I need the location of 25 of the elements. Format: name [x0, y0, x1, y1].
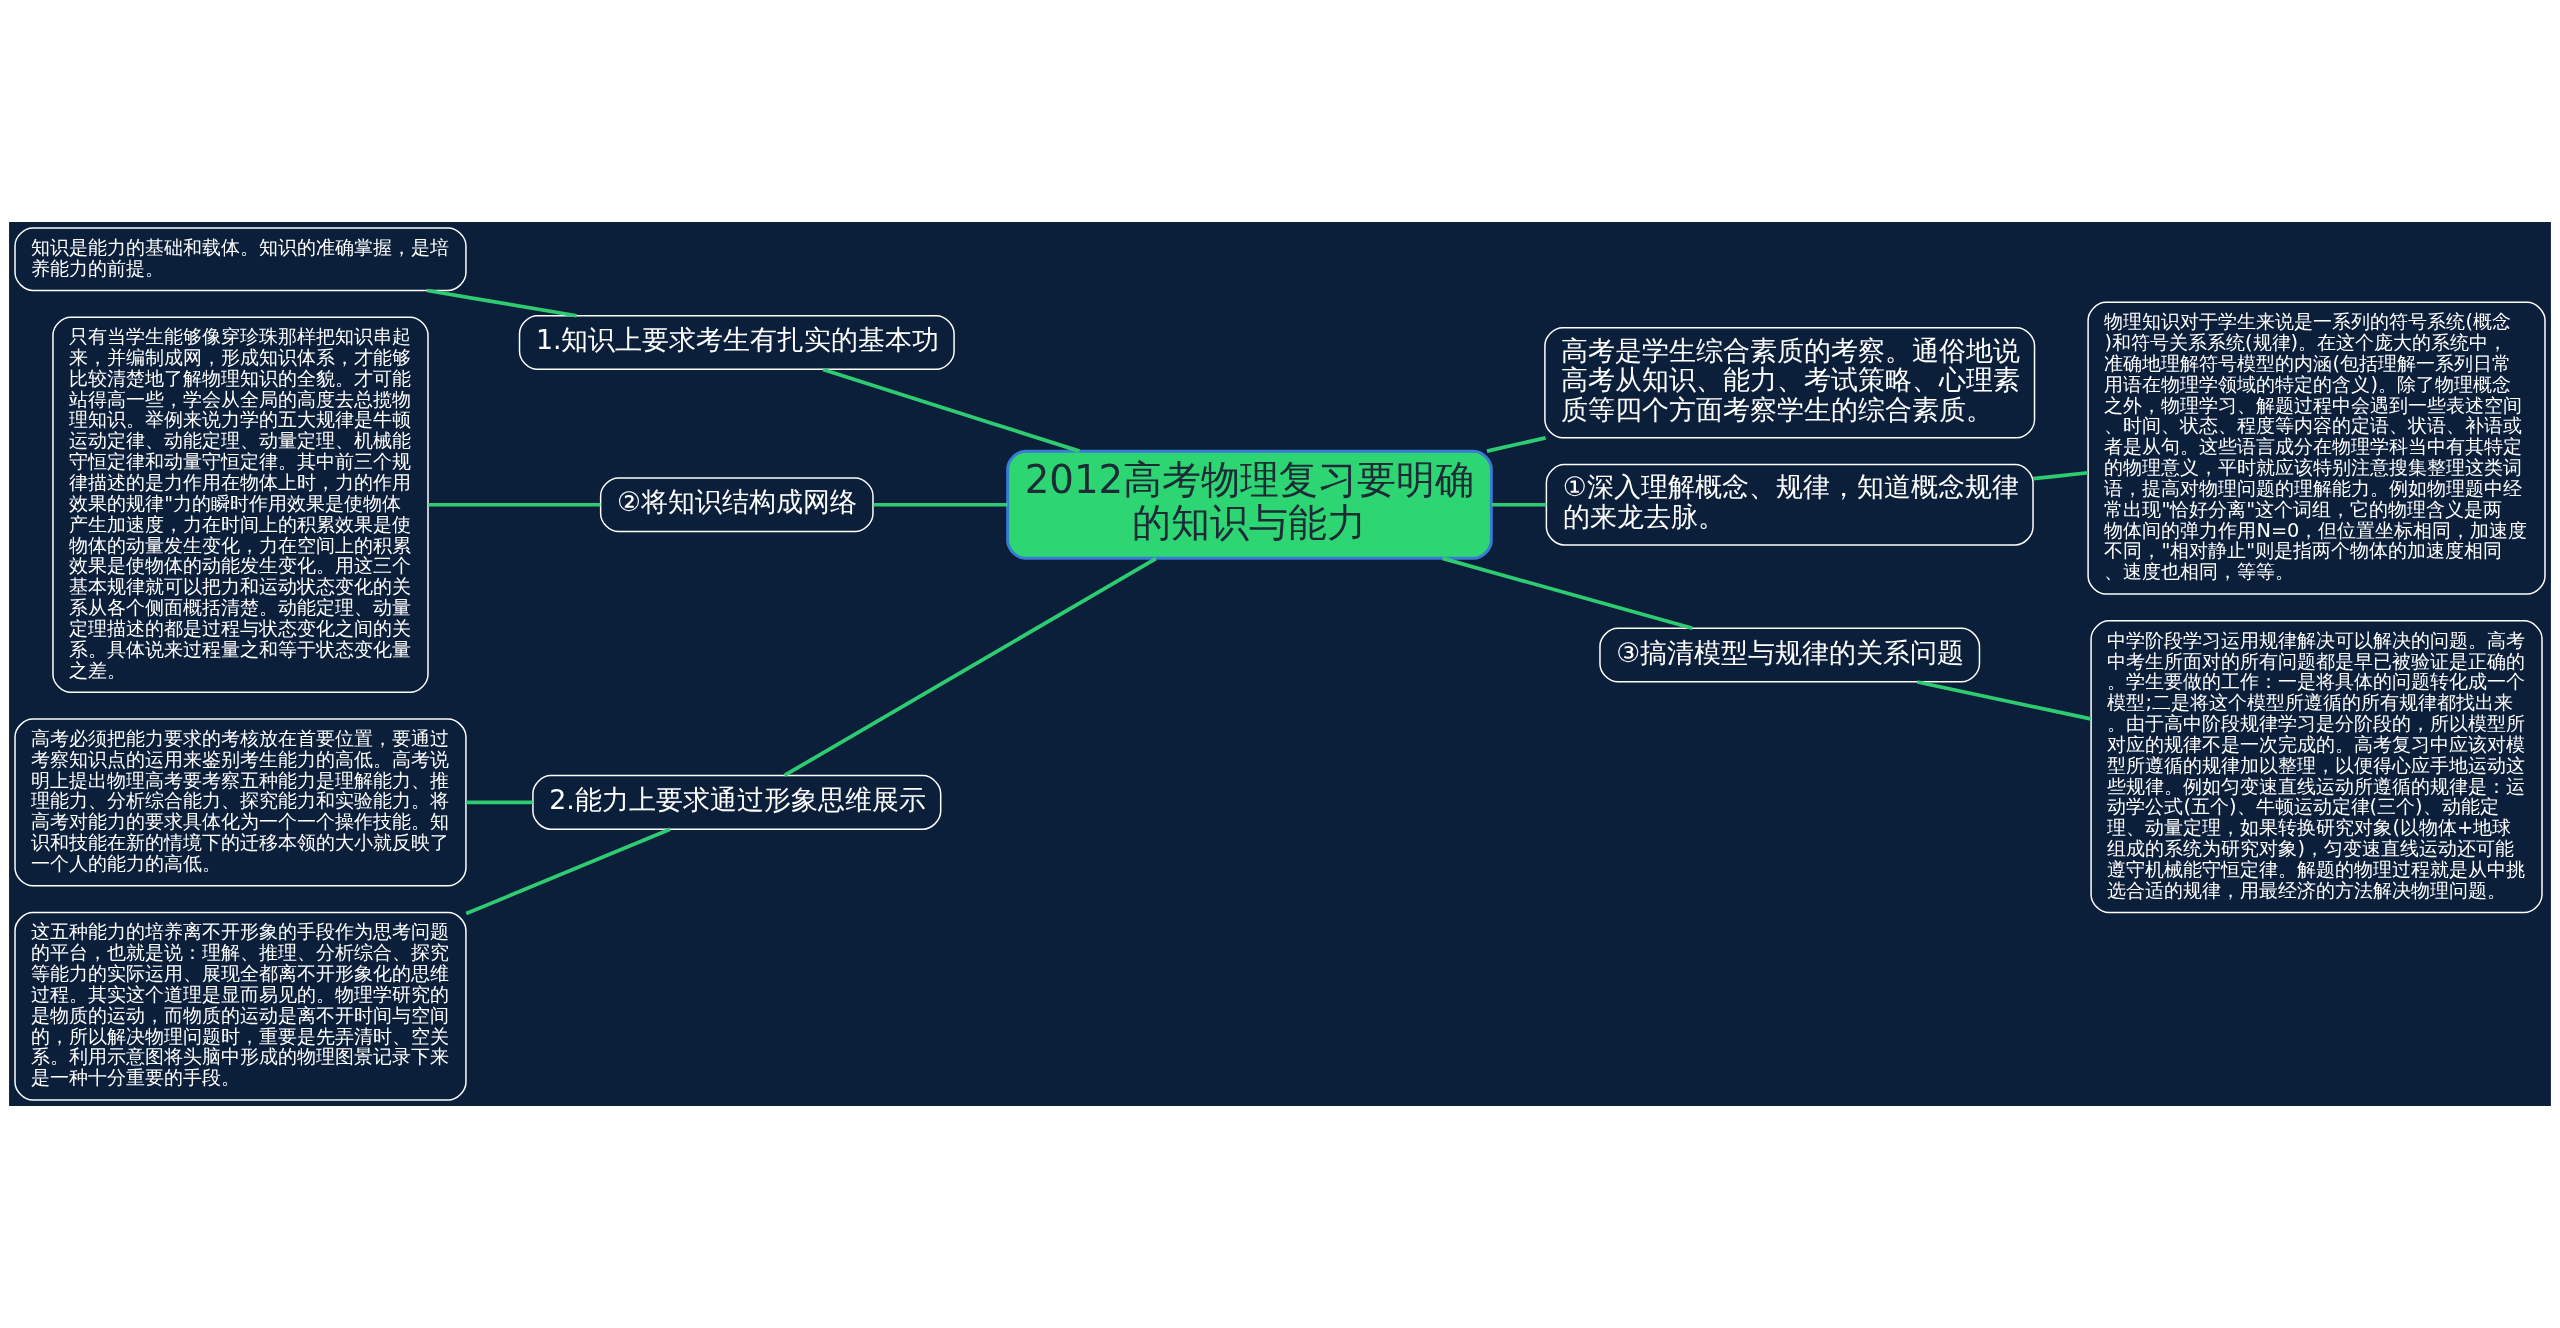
node-box: ③搞清模型与规律的关系问题 [1599, 627, 1981, 683]
node-box: 1.知识上要求考生有扎实的基本功 [518, 315, 955, 371]
connector [466, 800, 533, 805]
connector [426, 288, 577, 318]
connector [822, 367, 1081, 453]
connector [465, 827, 671, 916]
node-box: 只有当学生能够像穿珍珠那样把知识串起来，并编制成网，形成知识体系，才能够比较清楚地了解物理知识的全貌。才可能站得高一些，学会从全局的高度去总揽物理知识。举例来说力学的五大规律是牛顿运动定律、动能定理、动量定理、机械能守恒定律和动量守恒定律。其中前三个规律描述的是力作用在物体上时，力的作用效果的规律"力的瞬时作用效果是使物体产生加速度，力在时间上的积累效果是使物体的动量发生变化，力在空间上的积累效果是使物体的动能发生变化。用这三个基本规律就可以把力和运动状态变化的关系从各个侧面概括清楚。动能定理、动量定理描述的都是过程与状态变化之间的关系。具体说来过程量之和等于状态变化量之差。 [52, 316, 429, 694]
connector [428, 502, 601, 507]
node-box: 高考是学生综合素质的考察。通俗地说高考从知识、能力、考试策略、心理素质等四个方面考察学生的综合素质。 [1544, 326, 2036, 439]
connector [1442, 556, 1693, 631]
node-box: ②将知识结构成网络 [599, 477, 874, 533]
node-box: 物理知识对于学生来说是一系列的符号系统(概念)和符号关系系统(规律)。在这个庞大的系统中，准确地理解符号模型的内涵(包括理解一系列日常用语在物理学领域的特定的含义)。除了物理概念之外，物理学习、解题过程中会遇到一些表述空间、时间、状态、程度等内容的定语、状语、补语或者是从句。这些语言成分在物理学科当中有其特定的物理意义，平时就应该特别注意搜集整理这类词语，提高对物理问题的理解能力。例如物理题中经常出现"恰好分离"这个词组，它的物理含义是两物体间的弹力作用N=0，但位置坐标相同，加速度不同，"相对静止"则是指两个物体的加速度相同、速度也相同，等等。 [2087, 301, 2546, 595]
node-box: 高考必须把能力要求的考核放在首要位置，要通过考察知识点的运用来鉴别考生能力的高低。高考说明上提出物理高考要考察五种能力是理解能力、推理能力、分析综合能力、探究能力和实验能力。将高考对能力的要求具体化为一个一个操作技能。知识和技能在新的情境下的迁移本领的大小就反映了一个人的能力的高低。 [14, 718, 467, 887]
connector [2033, 470, 2089, 481]
node-box: 2012高考物理复习要明确的知识与能力 [1006, 449, 1493, 560]
connector [1486, 436, 1547, 453]
node-box: ①深入理解概念、规律，知道概念规律的来龙去脉。 [1545, 463, 2034, 546]
connector [783, 556, 1157, 778]
node-box: 这五种能力的培养离不开形象的手段作为思考问题的平台，也就是说：理解、推理、分析综合、探究等能力的实际运用、展现全都离不开形象化的思维过程。其实这个道理是显而易见的。物理学研究的是物质的运动，而物质的运动是离不开时间与空间的，所以解决物理问题时，重要是先弄清时、空关系。利用示意图将头脑中形成的物理图景记录下来是一种十分重要的手段。 [14, 911, 467, 1101]
node-box: 知识是能力的基础和载体。知识的准确掌握，是培养能力的前提。 [14, 227, 467, 292]
node-box: 中学阶段学习运用规律解决可以解决的问题。高考中考生所面对的所有问题都是早已被验证是正确的。学生要做的工作：一是将具体的问题转化成一个模型;二是将这个模型所遵循的所有规律都找出来。由于高中阶段规律学习是分阶段的，所以模型所对应的规律不是一次完成的。高考复习中应该对模型所遵循的规律加以整理，以便得心应手地运动这些规律。例如匀变速直线运动所遵循的规律是：运动学公式(五个)、牛顿运动定律(三个)、动能定理、动量定理，如果转换研究对象(以物体+地球组成的系统为研究对象)，匀变速直线运动还可能遵守机械能守恒定律。解题的物理过程就是从中挑选合适的规律，用最经济的方法解决物理问题。 [2090, 620, 2543, 914]
node-box: 2.能力上要求通过形象思维展示 [532, 774, 942, 830]
connector [1491, 502, 1547, 507]
connector [1916, 680, 2092, 721]
connector [873, 502, 1008, 507]
